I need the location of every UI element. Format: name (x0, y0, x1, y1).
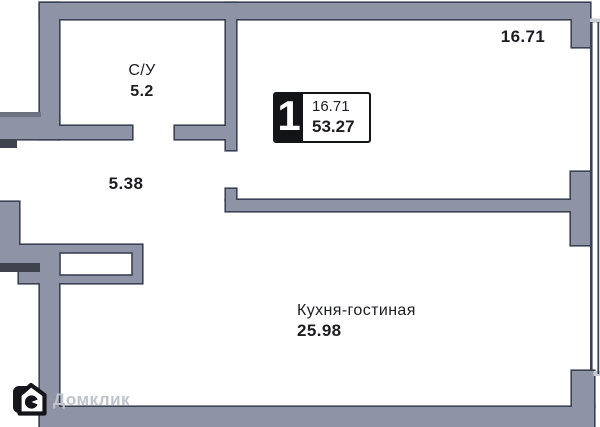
rooms-count: 1 (275, 94, 303, 141)
apartment-info-badge: 1 16.71 53.27 (273, 92, 371, 143)
wall-entry-strip (0, 202, 19, 263)
wall-top (40, 3, 590, 19)
exterior-stubs (0, 112, 41, 272)
wall-door-stub (226, 189, 236, 200)
domclick-watermark: Домклик (13, 382, 130, 418)
window-lines (590, 22, 600, 374)
wall-window-pier (571, 172, 590, 245)
wall-bathroom-bottom-left (59, 126, 132, 139)
hallway-area: 5.38 (108, 174, 144, 193)
wall-bottom (40, 407, 594, 427)
wall-left-upper (40, 3, 59, 139)
wall-left-lower (40, 263, 59, 427)
watermark-brand-label: Домклик (53, 390, 131, 409)
wall-entry-jog (0, 117, 59, 139)
badge-areas: 16.71 53.27 (303, 94, 355, 141)
living-area-value: 16.71 (312, 98, 350, 115)
wall-bathroom-right (226, 3, 236, 150)
bathroom-area: 5.2 (130, 83, 154, 100)
domclick-house-icon (13, 382, 47, 416)
wall-bottom-right-corner (572, 371, 594, 407)
kitchen-living-label: Кухня-гостиная (297, 302, 416, 319)
wall-fills (0, 3, 594, 427)
bedroom-area: 16.71 (500, 27, 546, 46)
total-area-value: 53.27 (312, 117, 355, 136)
kitchen-living-area: 25.98 (297, 321, 342, 340)
wall-top-right-corner (572, 19, 590, 47)
wall-interior (226, 200, 573, 211)
closet-niche (59, 252, 133, 276)
wall-bathroom-bottom-right (175, 126, 228, 139)
window-caps (590, 18, 600, 376)
bathroom-label: С/У (128, 62, 156, 79)
